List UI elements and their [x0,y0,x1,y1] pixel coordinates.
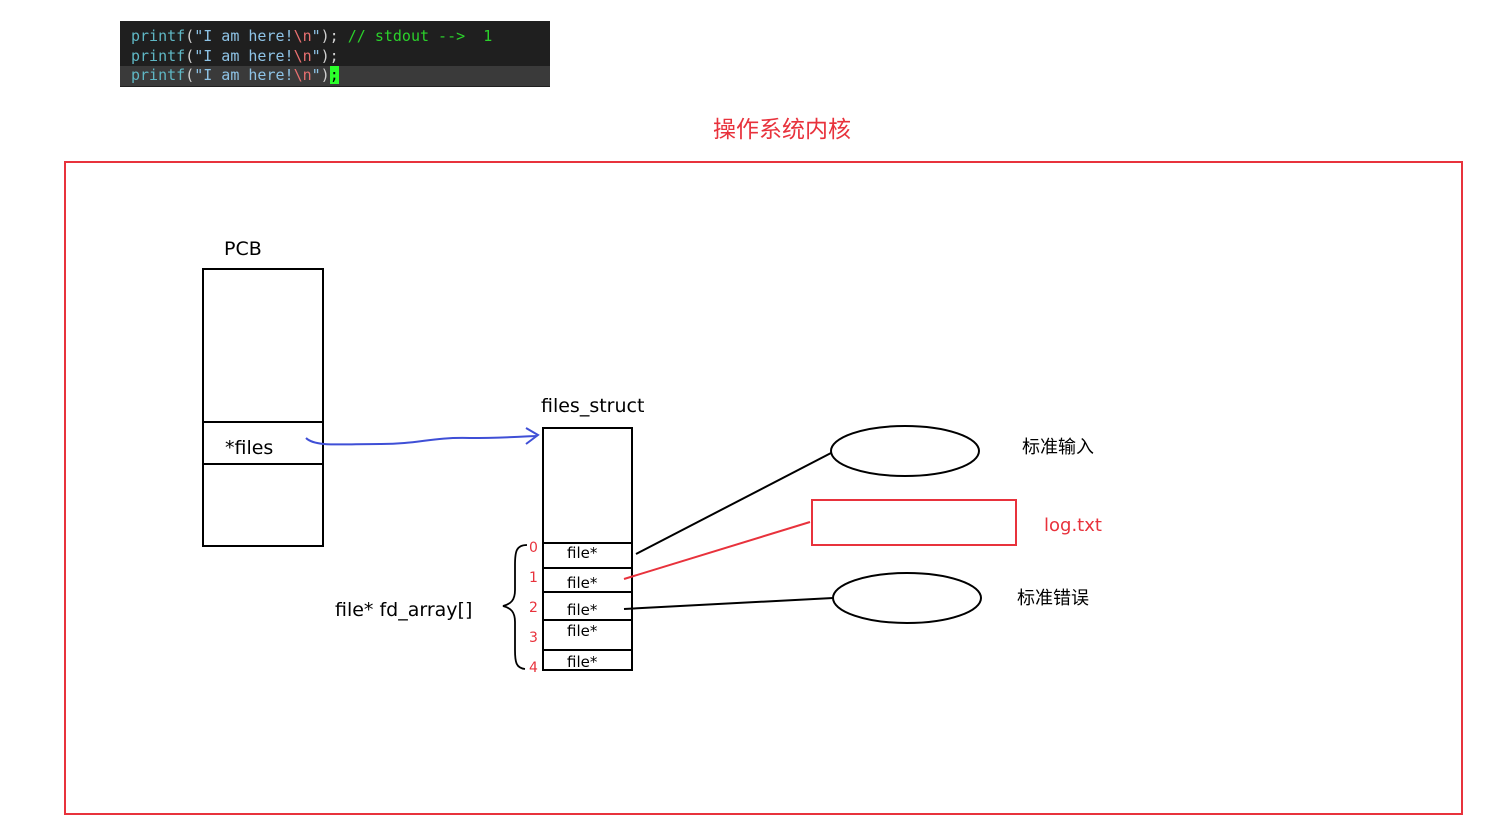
fd-slot-2: file* [567,601,598,619]
fd-slot-0: file* [567,544,598,562]
logfile-label: log.txt [1044,515,1102,536]
fd-index-3: 3 [529,630,538,646]
fd1-link [623,521,811,580]
logfile-box [811,499,1017,546]
fd-slot-4: file* [567,653,598,671]
code-snippet: printf("I am here!\n"); // stdout --> 1 … [120,21,550,87]
code-line-2: printf("I am here!\n"); [131,46,339,65]
fd2-link [623,597,834,610]
arrow-head [525,427,540,445]
stderr-label: 标准错误 [1017,588,1089,609]
fd0-link [635,452,832,555]
stdin-label: 标准输入 [1022,437,1094,458]
text-cursor: ; [329,66,339,84]
files-struct-box [542,427,633,671]
fd-slot-3: file* [567,622,598,640]
code-line-3: printf("I am here!\n"); [120,66,550,86]
stderr-file-ellipse [832,572,982,624]
pcb-label: PCB [224,238,262,260]
fd-index-4: 4 [529,660,538,676]
stdin-file-ellipse [830,425,980,477]
files-field-label: *files [225,437,273,459]
pcb-box [202,268,324,547]
kernel-title: 操作系统内核 [713,117,851,143]
code-comment: // stdout --> 1 [338,27,493,45]
fd-index-1: 1 [529,570,538,586]
kernel-boundary [64,161,1463,815]
fd-array-label: file* fd_array[] [335,599,472,621]
fd-index-2: 2 [529,600,538,616]
files-struct-label: files_struct [541,395,644,417]
fd-index-0: 0 [529,540,538,556]
files-pointer-arrow [305,435,537,446]
fd-slot-1: file* [567,574,598,592]
fd-array-brace [502,544,528,670]
code-line-1: printf("I am here!\n"); // stdout --> 1 [131,27,493,45]
